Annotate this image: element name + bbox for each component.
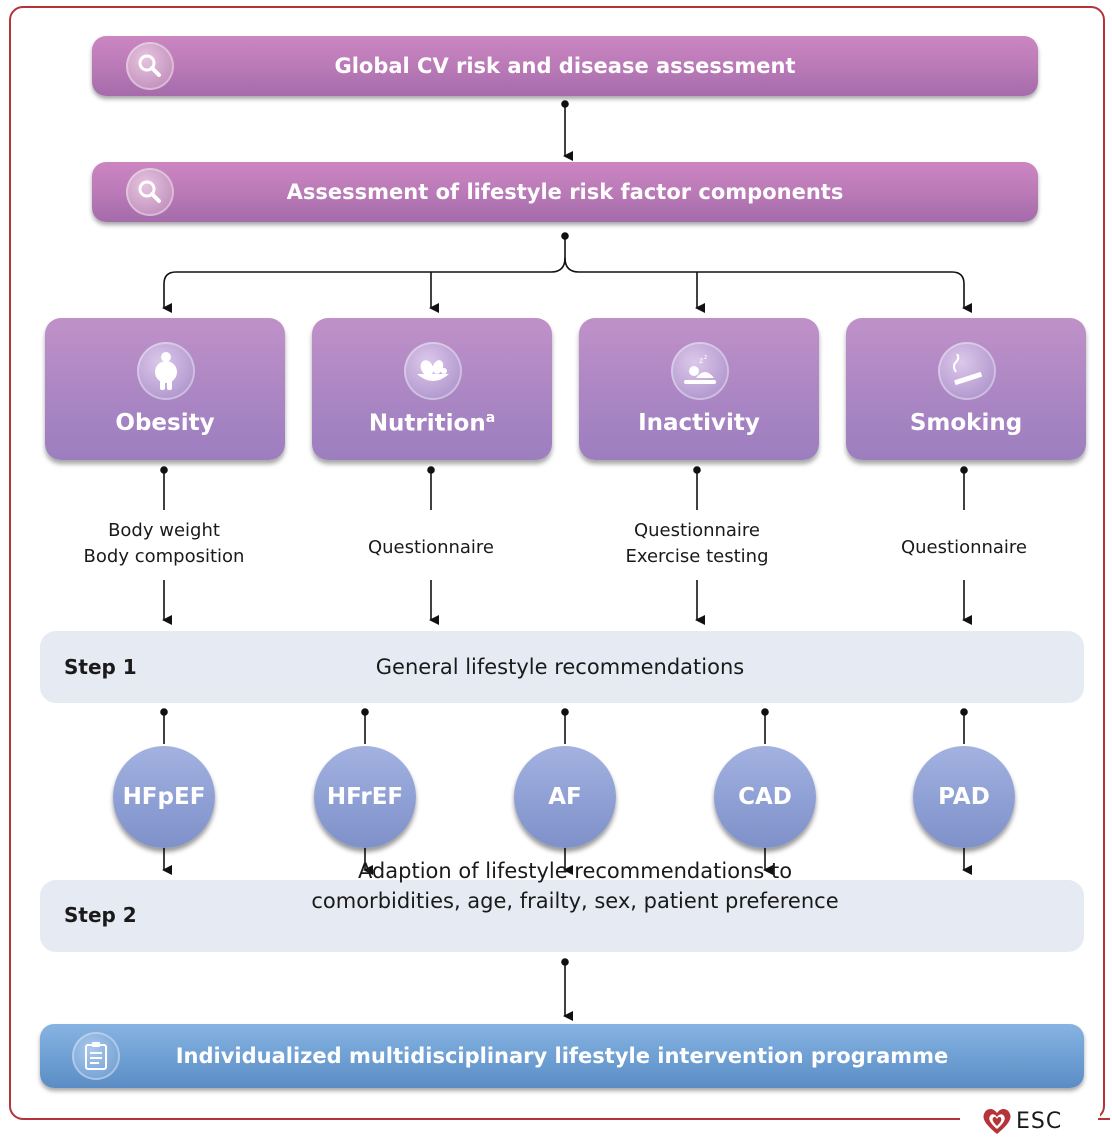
condition-hfref: HFrEF (314, 746, 416, 848)
condition-af: AF (514, 746, 616, 848)
step2-line: Adaption of lifestyle recommendations to (357, 859, 793, 883)
svg-text:z: z (699, 356, 703, 365)
nutrition-icon (404, 342, 462, 400)
programme-bar: Individualized multidisciplinary lifesty… (40, 1024, 1084, 1088)
search-icon (126, 42, 174, 90)
step2-bar (40, 880, 1084, 952)
esc-logo-text: ESC (1016, 1108, 1063, 1134)
factor-obesity: Obesity (45, 318, 285, 460)
assessment-nutrition: Questionnaire (331, 535, 531, 561)
step1-bar (40, 631, 1084, 703)
branch-obesity (162, 236, 566, 313)
programme-text: Individualized multidisciplinary lifesty… (175, 1044, 949, 1068)
assessment-line: Body composition (83, 546, 245, 567)
branch-smoking (564, 257, 972, 313)
step2-label: Step 2 (64, 903, 137, 927)
svg-text:z: z (704, 354, 707, 361)
factor-label: Smoking (909, 410, 1023, 436)
condition-pad: PAD (913, 746, 1015, 848)
clipboard-icon (72, 1032, 120, 1080)
assessment-smoking: Questionnaire (864, 535, 1064, 561)
assessment-line: Questionnaire (367, 537, 495, 558)
smoking-icon (938, 342, 996, 400)
assessment-line: Questionnaire (900, 537, 1028, 558)
global-assessment-bar: Global CV risk and disease assessment (92, 36, 1038, 96)
obesity-icon (137, 342, 195, 400)
global-assessment-text: Global CV risk and disease assessment (334, 54, 796, 78)
factor-smoking: Smoking (846, 318, 1086, 460)
lifestyle-assessment-text: Assessment of lifestyle risk factor comp… (286, 180, 844, 204)
assessment-inactivity: Questionnaire Exercise testing (597, 518, 797, 570)
factor-label: Inactivity (638, 410, 760, 436)
diagram-frame (9, 6, 1105, 1120)
frame-tail (1098, 1118, 1110, 1120)
condition-hfpef: HFpEF (113, 746, 215, 848)
factor-label: Nutritiona (368, 410, 496, 437)
step1-label: Step 1 (64, 655, 137, 679)
assessment-obesity: Body weight Body composition (64, 518, 264, 570)
search-icon (126, 168, 174, 216)
condition-cad: CAD (714, 746, 816, 848)
lifestyle-assessment-bar: Assessment of lifestyle risk factor comp… (92, 162, 1038, 222)
heart-logo-icon (983, 1108, 1011, 1134)
assessment-line: Questionnaire (633, 520, 761, 541)
factor-nutrition: Nutritiona (312, 318, 552, 460)
step1-text: General lifestyle recommendations (375, 655, 745, 679)
assessment-line: Exercise testing (625, 546, 769, 567)
esc-logo: ESC (978, 1104, 1067, 1138)
assessment-line: Body weight (108, 520, 220, 541)
factor-label: Obesity (115, 410, 215, 436)
step2-text: Adaption of lifestyle recommendations to… (240, 856, 910, 916)
step2-line: comorbidities, age, frailty, sex, patien… (311, 889, 839, 913)
